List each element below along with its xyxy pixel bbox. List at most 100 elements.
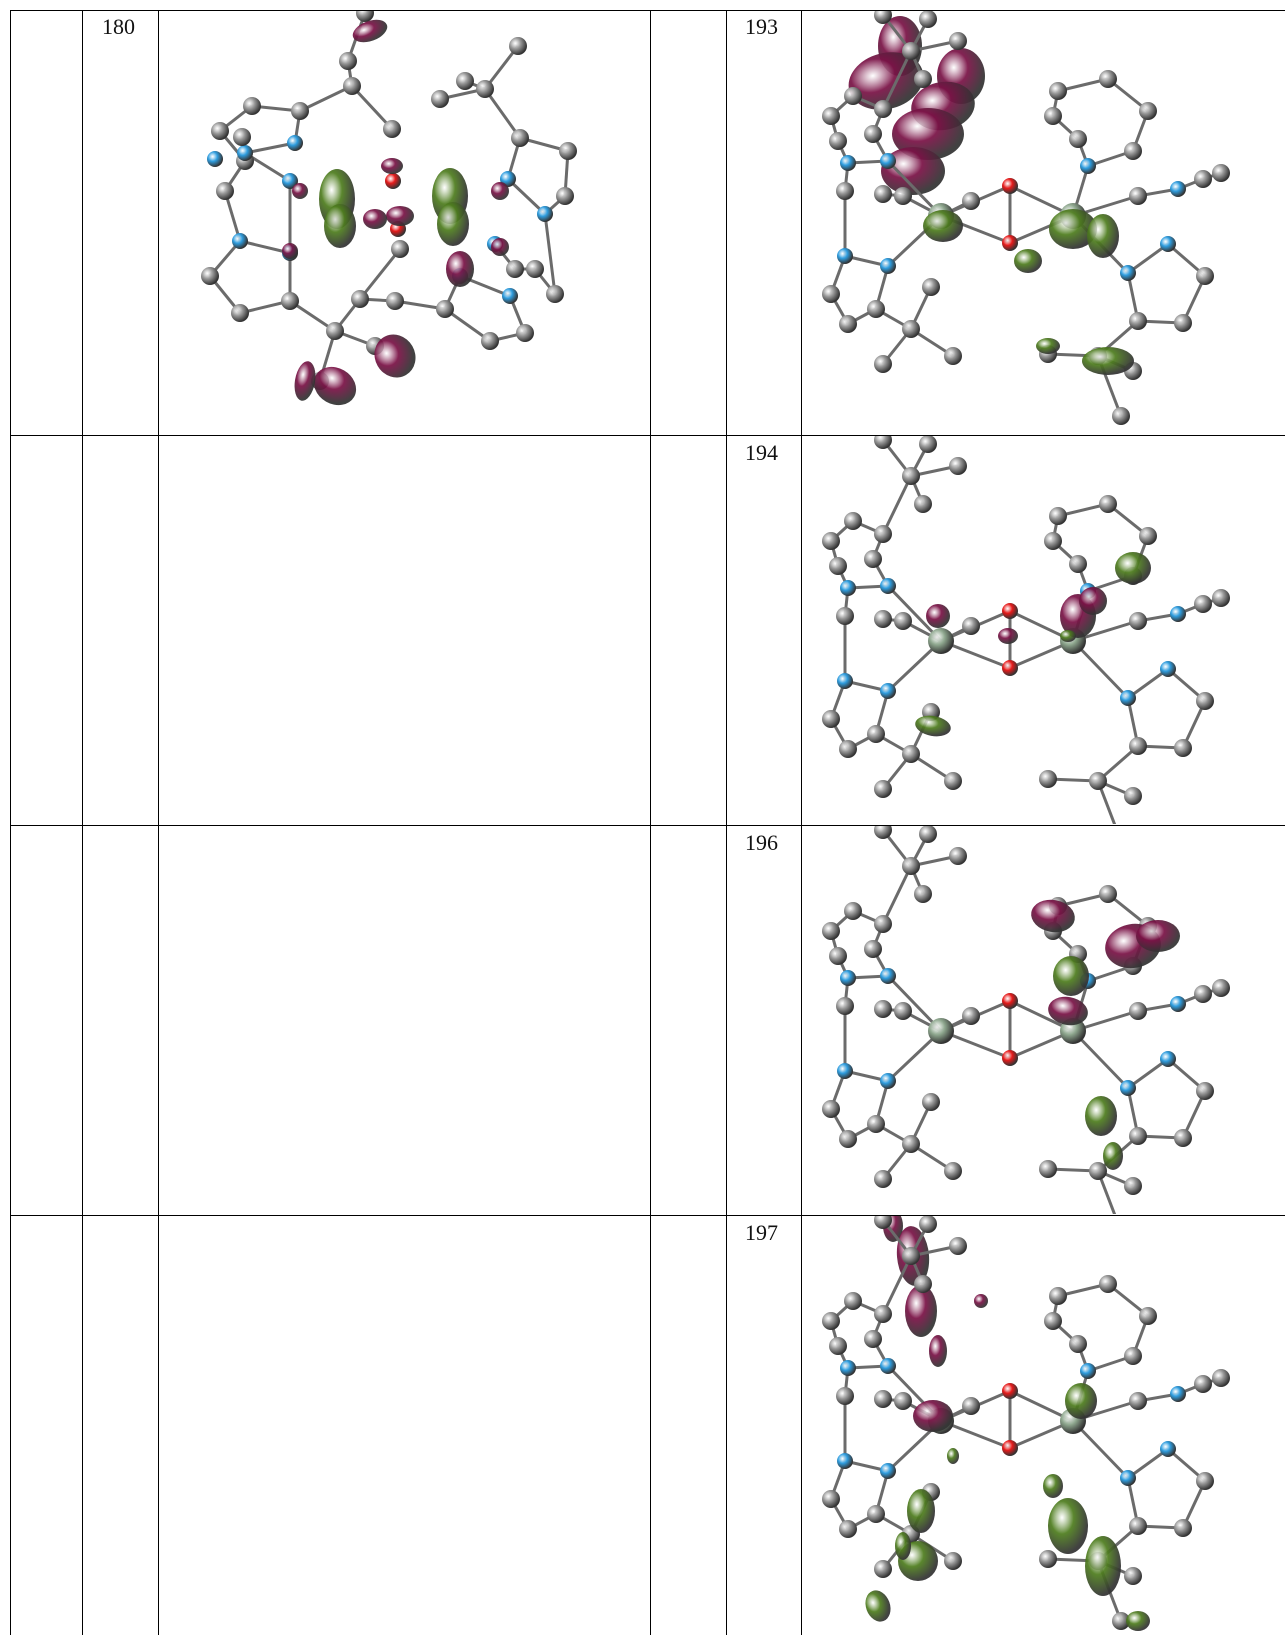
carbon-atom: [1174, 1129, 1192, 1147]
nitrogen-atom: [1080, 1363, 1096, 1379]
table-border: [158, 10, 159, 1635]
carbon-atom: [1139, 1307, 1157, 1325]
carbon-atom: [944, 1162, 962, 1180]
bond: [1071, 639, 1130, 700]
nitrogen-atom: [1160, 236, 1176, 252]
bond: [350, 84, 394, 131]
orbital-number-right-2: 194: [745, 440, 778, 465]
carbon-atom: [867, 1505, 885, 1523]
orbital-number-right-1: 193: [745, 14, 778, 39]
nitrogen-atom: [880, 1463, 896, 1479]
orbital-lobe-positive: [926, 604, 950, 628]
orbital-lobe-negative: [1115, 552, 1151, 584]
orbital-lobe-positive: [1048, 996, 1088, 1026]
carbon-atom: [864, 940, 882, 958]
carbon-atom: [962, 1397, 980, 1415]
molecule-structure: [822, 1216, 1230, 1631]
carbon-atom: [1174, 739, 1192, 757]
oxygen-atom: [1002, 993, 1018, 1009]
carbon-atom: [383, 120, 401, 138]
bond: [239, 239, 291, 255]
table-border: [10, 825, 1285, 826]
molecule-structure: [822, 436, 1230, 824]
nitrogen-atom: [1160, 661, 1176, 677]
bond: [1127, 1057, 1169, 1090]
bond: [358, 248, 402, 300]
nitrogen-atom: [1160, 1441, 1176, 1457]
bond: [299, 84, 353, 113]
metal-atom: [928, 628, 954, 654]
carbon-atom: [822, 107, 840, 125]
orbital-lobe-negative: [1036, 338, 1060, 354]
carbon-atom: [874, 100, 892, 118]
oxygen-atom: [1002, 1050, 1018, 1066]
carbon-atom: [914, 70, 932, 88]
carbon-atom: [391, 240, 409, 258]
bond: [1096, 1170, 1117, 1214]
nitrogen-atom: [287, 135, 303, 151]
orbital-lobe-negative: [1065, 1383, 1097, 1419]
carbon-atom: [874, 610, 892, 628]
carbon-atom: [1174, 314, 1192, 332]
carbon-atom: [874, 1390, 892, 1408]
orbital-lobe-negative: [947, 1448, 959, 1464]
orbital-lobe-negative: [1085, 1096, 1117, 1136]
carbon-atom: [839, 1520, 857, 1538]
nitrogen-atom: [880, 1073, 896, 1089]
orbital-lobe-negative: [1087, 214, 1119, 258]
carbon-atom: [356, 11, 374, 22]
carbon-atom: [1129, 1392, 1147, 1410]
carbon-atom: [1196, 692, 1214, 710]
carbon-atom: [506, 260, 524, 278]
orbital-lobe-positive: [1079, 587, 1107, 615]
carbon-atom: [864, 550, 882, 568]
orbital-lobe-positive: [998, 628, 1018, 644]
carbon-atom: [874, 436, 892, 449]
orbital-lobe-positive: [446, 251, 474, 287]
carbon-atom: [1194, 1375, 1212, 1393]
carbon-atom: [836, 607, 854, 625]
nitrogen-atom: [1170, 1386, 1186, 1402]
carbon-atom: [1124, 1177, 1142, 1195]
nitrogen-atom: [840, 580, 856, 596]
bond: [881, 865, 913, 925]
nitrogen-atom: [1170, 996, 1186, 1012]
nitrogen-atom: [840, 1360, 856, 1376]
bond: [1071, 1419, 1130, 1480]
carbon-atom: [894, 1392, 912, 1410]
carbon-atom: [1089, 772, 1107, 790]
orbital-lobe-positive: [913, 1400, 953, 1432]
nitrogen-atom: [837, 1063, 853, 1079]
orbital-lobe-positive: [386, 206, 414, 226]
oxygen-atom: [1002, 603, 1018, 619]
carbon-atom: [874, 915, 892, 933]
carbon-atom: [1212, 164, 1230, 182]
nitrogen-atom: [837, 673, 853, 689]
orbital-lobe-positive: [1031, 899, 1075, 933]
orbital-lobe-positive: [491, 238, 509, 256]
carbon-atom: [844, 512, 862, 530]
carbon-atom: [1112, 1612, 1130, 1630]
carbon-atom: [1049, 507, 1067, 525]
table-border: [82, 10, 83, 1635]
carbon-atom: [822, 710, 840, 728]
orbital-number-left-1: 180: [102, 14, 135, 39]
carbon-atom: [1124, 1347, 1142, 1365]
orbital-lobe-positive: [491, 182, 509, 200]
bond: [1127, 667, 1169, 700]
carbon-atom: [1194, 170, 1212, 188]
nitrogen-atom: [837, 1453, 853, 1469]
nitrogen-atom: [1170, 181, 1186, 197]
nitrogen-atom: [1120, 265, 1136, 281]
nitrogen-atom: [1080, 158, 1096, 174]
orbital-lobe-negative: [1082, 347, 1134, 375]
carbon-atom: [874, 1000, 892, 1018]
carbon-atom: [874, 355, 892, 373]
carbon-atom: [386, 292, 404, 310]
orbital-lobe-negative: [1085, 1536, 1121, 1596]
carbon-atom: [867, 1115, 885, 1133]
bond: [244, 141, 296, 155]
bond: [289, 299, 336, 333]
orbital-lobe-positive: [363, 209, 387, 229]
carbon-atom: [839, 1130, 857, 1148]
